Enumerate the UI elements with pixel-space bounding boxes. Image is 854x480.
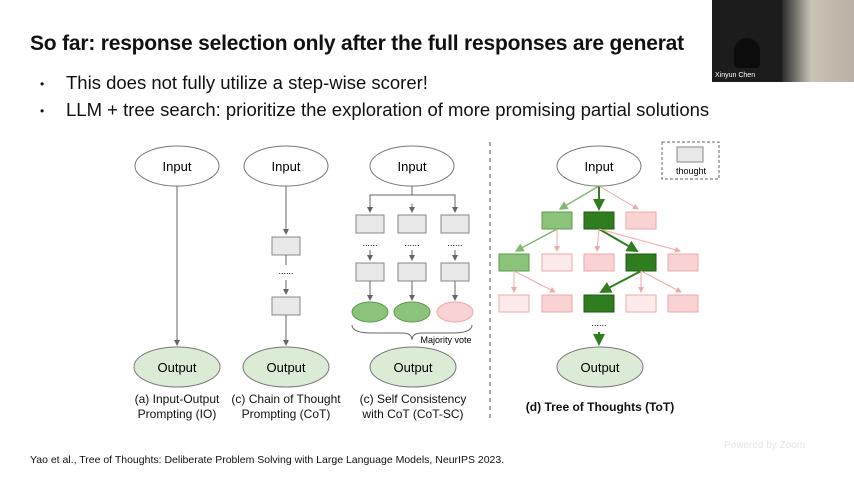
- cotsc-output-node: [369, 346, 457, 388]
- cot-output-label: Output: [266, 360, 305, 375]
- tot-output-node: [556, 346, 644, 388]
- cotsc-answer-pink: [436, 301, 474, 323]
- cot-dots: ......: [278, 266, 293, 276]
- cot-thought-box: [271, 296, 301, 316]
- cotsc-answer-green: [393, 301, 431, 323]
- io-output-node: [133, 346, 221, 388]
- cotsc-thought-box: [397, 214, 427, 234]
- tot-thought-selected: [625, 253, 657, 272]
- tot-thought-promising: [541, 211, 573, 230]
- legend-box: [661, 141, 720, 180]
- cot-input-label: Input: [272, 159, 301, 174]
- tot-thought-selected: [583, 294, 615, 313]
- bullet-item: • LLM + tree search: prioritize the explo…: [40, 99, 709, 121]
- cotsc-thought-box: [397, 262, 427, 282]
- cotsc-thought-box: [355, 262, 385, 282]
- participant-name: Xinyun Chen: [715, 72, 756, 79]
- zoom-watermark: Powered by Zoom: [724, 440, 806, 451]
- slide-title: So far: response selection only after th…: [30, 32, 684, 55]
- tot-thought-pruned: [625, 211, 657, 230]
- tot-edge-pruned: [640, 270, 682, 293]
- caption-cotsc: (c) Self Consistency with CoT (CoT-SC): [355, 392, 471, 422]
- tot-edge-selected: [599, 270, 642, 293]
- caption-io: (a) Input-Output Prompting (IO): [124, 392, 230, 422]
- cotsc-dots: ......: [447, 238, 462, 248]
- cotsc-thought-box: [355, 214, 385, 234]
- caption-cotsc-line2: with CoT (CoT-SC): [362, 407, 464, 421]
- video-background: [782, 0, 854, 82]
- majority-vote-label: Majority vote: [420, 335, 471, 345]
- tot-thought-pruned: [667, 294, 699, 313]
- tot-edge-pruned: [598, 228, 681, 253]
- tot-thought-promising: [498, 253, 530, 272]
- cotsc-input-label: Input: [398, 159, 427, 174]
- cotsc-branch-line: [367, 186, 413, 213]
- cotsc-output-label: Output: [393, 360, 432, 375]
- tot-thought-selected: [583, 211, 615, 230]
- tot-edge-promising: [514, 228, 558, 252]
- tot-dots: ......: [591, 318, 606, 328]
- tot-thought-pruned: [498, 294, 530, 313]
- cot-output-node: [242, 346, 330, 388]
- tot-edge-pruned: [598, 185, 639, 210]
- caption-cotsc-line1: (c) Self Consistency: [359, 392, 467, 406]
- cotsc-thought-box: [440, 214, 470, 234]
- cot-thought-box: [271, 236, 301, 256]
- legend-thought-label: thought: [676, 166, 707, 176]
- cotsc-dots: ......: [362, 238, 377, 248]
- bullet-text: This does not fully utilize a step-wise …: [66, 72, 428, 93]
- tot-output-label: Output: [580, 360, 619, 375]
- bullet-dot: •: [40, 104, 45, 119]
- cotsc-dots: ......: [404, 238, 419, 248]
- majority-vote-brace: [351, 324, 473, 341]
- participant-figure: [734, 38, 760, 68]
- caption-cot-line1: (c) Chain of Thought: [231, 392, 341, 406]
- cotsc-thought-box: [440, 262, 470, 282]
- tot-thought-pruned: [583, 253, 615, 272]
- bullet-text: LLM + tree search: prioritize the explor…: [66, 99, 710, 120]
- cotsc-branch-line: [411, 186, 458, 213]
- tot-thought-pruned: [625, 294, 657, 313]
- tot-edge-selected: [598, 228, 639, 253]
- tot-edge-pruned: [513, 270, 556, 293]
- tot-thought-pruned: [541, 253, 573, 272]
- tot-edge-promising: [558, 185, 600, 210]
- cotsc-answer-green: [351, 301, 389, 323]
- io-input-label: Input: [163, 159, 192, 174]
- tot-edge-pruned: [594, 228, 601, 252]
- caption-io-line2: Prompting (IO): [137, 407, 217, 421]
- bullet-item: • This does not fully utilize a step-wise…: [40, 72, 428, 94]
- tot-thought-pruned: [667, 253, 699, 272]
- tot-thought-pruned: [541, 294, 573, 313]
- caption-cot-line2: Prompting (CoT): [241, 407, 331, 421]
- participant-video[interactable]: Xinyun Chen: [712, 0, 854, 82]
- caption-cot: (c) Chain of Thought Prompting (CoT): [228, 392, 344, 422]
- legend-thought-swatch: [676, 146, 704, 163]
- caption-tot: (d) Tree of Thoughts (ToT): [525, 400, 675, 414]
- tot-input-label: Input: [585, 159, 614, 174]
- caption-io-line1: (a) Input-Output: [134, 392, 220, 406]
- io-output-label: Output: [157, 360, 196, 375]
- bullet-dot: •: [40, 77, 45, 92]
- citation: Yao et al., Tree of Thoughts: Deliberate…: [30, 454, 505, 466]
